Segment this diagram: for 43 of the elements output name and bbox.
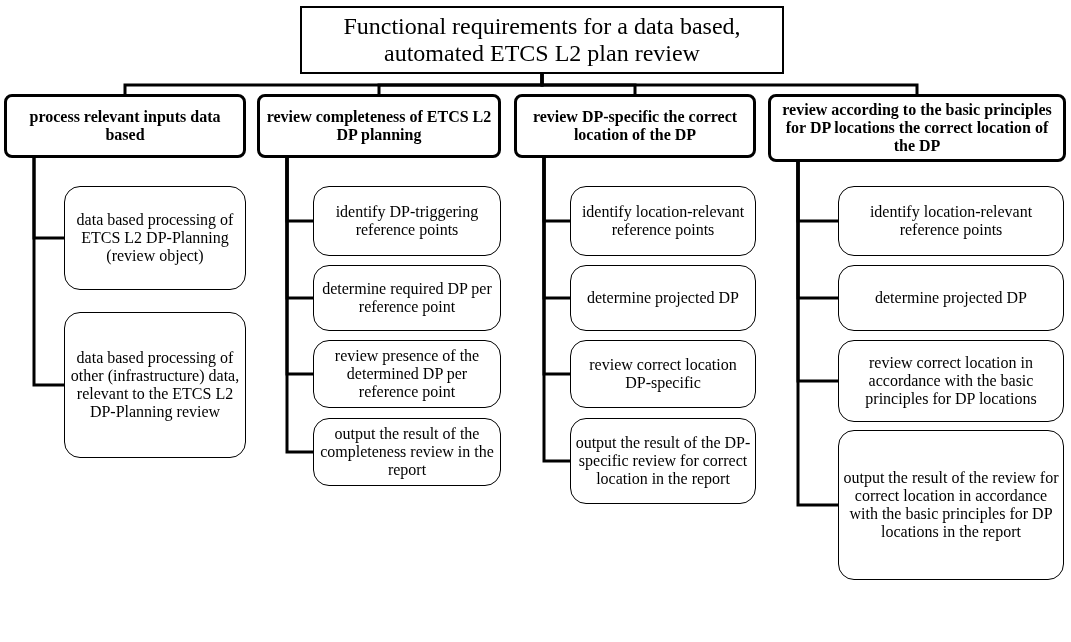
node-text: identify DP-triggering reference points <box>334 203 480 239</box>
category-box <box>768 94 1066 162</box>
node-text: review presence of the determined DP per reference point <box>333 347 481 401</box>
category-box <box>514 94 756 158</box>
node-text: data based processing of ETCS L2 DP-Planning (review object) <box>75 211 235 265</box>
node-text: determine required DP per reference point <box>321 280 493 316</box>
task-box <box>313 186 501 256</box>
node-text: output the result of the DP-specific review for correct location in the report <box>575 434 751 488</box>
node-text: review completeness of ETCS L2 DP planning <box>265 108 493 144</box>
connector-line <box>796 162 838 507</box>
connector-line <box>32 158 64 387</box>
task-box <box>313 265 501 331</box>
node-text: identify location-relevant reference points <box>580 203 746 239</box>
task-box <box>313 340 501 408</box>
category-box <box>4 94 246 158</box>
title-box <box>300 6 784 74</box>
node-text: identify location-relevant reference points <box>868 203 1034 239</box>
task-box <box>570 186 756 256</box>
node-text: review correct location in accordance with the basic principles for DP locations <box>864 354 1038 408</box>
task-box <box>64 312 246 458</box>
task-box <box>64 186 246 290</box>
connector-line <box>542 158 570 463</box>
node-text: output the result of the completeness review in the report <box>319 425 495 479</box>
task-box <box>838 186 1064 256</box>
node-text: determine projected DP <box>875 289 1027 307</box>
node-text: determine projected DP <box>587 289 739 307</box>
task-box <box>838 340 1064 422</box>
connector-line <box>540 74 919 94</box>
task-box <box>838 430 1064 580</box>
task-box <box>570 418 756 504</box>
node-text: Functional requirements for a data based, automated ETCS L2 plan review <box>342 13 742 67</box>
node-text: output the result of the review for correct location in accordance with the basic principles for DP locations in the report <box>843 469 1059 541</box>
task-box <box>570 265 756 331</box>
node-text: review correct location DP-specific <box>588 356 738 392</box>
task-box <box>570 340 756 408</box>
node-text: data based processing of other (infrastructure) data, relevant to the ETCS L2 DP-Planning review <box>69 349 241 421</box>
task-box <box>313 418 501 486</box>
task-box <box>838 265 1064 331</box>
node-text: review DP-specific the correct location of the DP <box>531 108 739 144</box>
connector-line <box>285 158 313 454</box>
node-text: review according to the basic principles for DP locations the correct location of the DP <box>781 101 1053 155</box>
category-box <box>257 94 501 158</box>
node-text: process relevant inputs data based <box>28 108 222 144</box>
